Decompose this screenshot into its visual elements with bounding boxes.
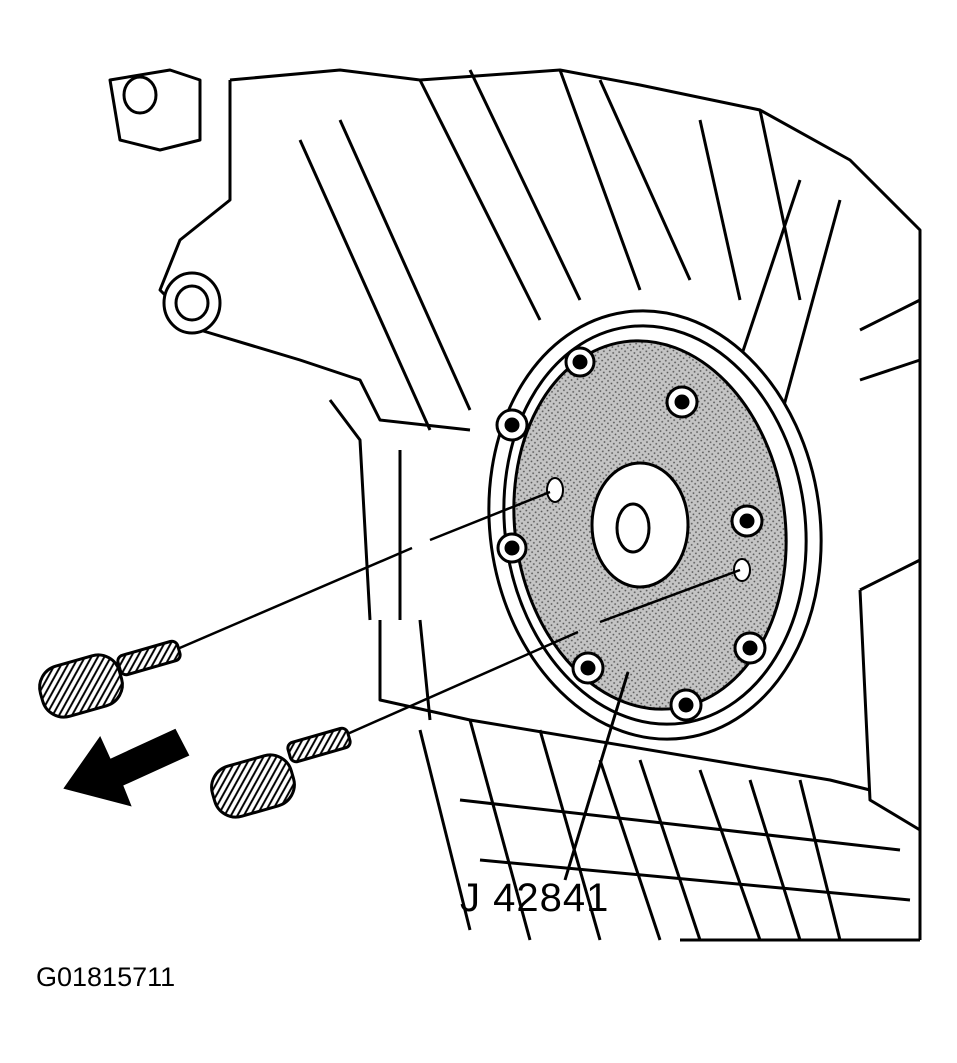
bolt-icon (495, 408, 529, 442)
bolt-icon (733, 631, 767, 665)
bolt-icon (496, 532, 528, 564)
threaded-screw-icon (38, 639, 182, 719)
seal-installer-tool (512, 339, 788, 711)
bolt-icon (665, 385, 699, 419)
bolt-icon (730, 504, 764, 538)
engine-block (108, 68, 922, 942)
bolt-icon (669, 688, 703, 722)
bolt-icon (564, 346, 596, 378)
bolt-icon (571, 651, 605, 685)
figure-id: G01815711 (36, 962, 176, 992)
arrow-removal-direction-icon (63, 728, 190, 807)
tool-number-label: J 42841 (460, 876, 610, 920)
threaded-screw-icon (210, 726, 352, 819)
alignment-lines (174, 490, 741, 737)
bolt-icon-group (495, 346, 767, 722)
tool-label-leader (563, 671, 630, 881)
